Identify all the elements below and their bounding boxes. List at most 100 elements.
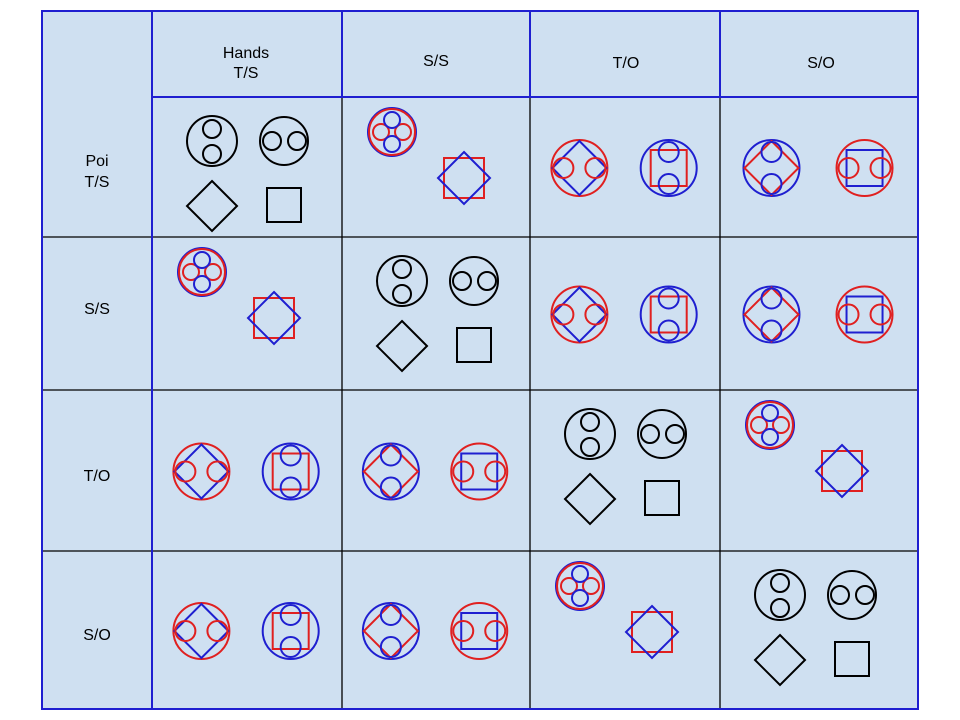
side-circle — [760, 319, 783, 342]
square-red — [821, 450, 863, 492]
side-circle — [379, 476, 402, 499]
side-circle — [760, 141, 783, 163]
outer-circle-red — [556, 562, 604, 610]
side-circle — [552, 157, 575, 179]
inner-square — [649, 149, 688, 187]
outer-circle-red — [368, 108, 416, 156]
side-circle — [279, 604, 302, 626]
outer-circle — [261, 602, 320, 660]
square-black — [834, 641, 870, 677]
side-circle — [452, 620, 475, 642]
inner-circle-black — [202, 119, 222, 139]
side-circle — [760, 173, 783, 195]
side-circle — [552, 303, 575, 326]
side-circle — [657, 319, 680, 342]
side-circle — [379, 604, 402, 626]
side-circle — [452, 460, 475, 483]
side-circle — [837, 157, 860, 179]
diamond-black — [563, 472, 617, 526]
inner-circle-red — [560, 577, 578, 595]
inner-square — [460, 612, 499, 650]
outer-circle — [835, 139, 894, 197]
inner-square — [845, 149, 884, 187]
square-black — [266, 187, 302, 223]
col-header-2: S/S — [423, 53, 449, 70]
diamond-blue — [624, 604, 680, 660]
inner-circle-black — [202, 144, 222, 164]
col-header-1-line1: Hands — [223, 45, 269, 62]
square-black — [456, 327, 492, 363]
grid-frame — [41, 10, 919, 710]
inner-circle-red — [750, 416, 768, 434]
outer-circle-black — [376, 255, 428, 307]
inner-circle-black — [770, 573, 790, 593]
inner-circle-black — [665, 424, 685, 444]
diamond-blue — [814, 443, 870, 499]
outer-circle — [261, 442, 320, 501]
side-circle — [206, 620, 229, 642]
inner-circle-black — [392, 259, 412, 279]
inner-circle-black — [477, 271, 497, 291]
side-circle — [379, 444, 402, 467]
row-header-1-line2: T/S — [85, 174, 110, 191]
outer-circle — [450, 442, 509, 501]
side-circle — [657, 287, 680, 310]
grid-lines — [42, 11, 918, 709]
inner-square — [845, 295, 884, 334]
inner-circle-black — [262, 131, 282, 151]
outer-circle-black — [259, 116, 309, 166]
outer-circle-black — [754, 569, 806, 621]
inner-circle-red — [204, 263, 222, 281]
side-circle — [484, 460, 507, 483]
inner-circle-red — [394, 123, 412, 141]
inner-circle-red — [182, 263, 200, 281]
inner-circle-black — [287, 131, 307, 151]
diamond-blue — [246, 290, 302, 346]
col-header-1-line2: T/S — [234, 65, 259, 82]
inner-circle-red — [772, 416, 790, 434]
inner-circle-blue — [383, 135, 401, 153]
diamond-black — [375, 319, 429, 373]
diamond-black — [185, 179, 239, 233]
row-header-4: S/O — [83, 627, 111, 644]
side-circle — [279, 476, 302, 499]
side-circle — [279, 444, 302, 467]
outer-circle-black — [186, 115, 238, 167]
square-red — [253, 297, 295, 339]
row-header-3: T/O — [84, 468, 111, 485]
outer-circle — [639, 139, 698, 197]
inner-circle-black — [392, 284, 412, 304]
square-black — [644, 480, 680, 516]
side-circle — [379, 636, 402, 658]
side-circle — [657, 141, 680, 163]
inner-circle-blue — [571, 565, 589, 583]
outer-circle-red — [746, 401, 794, 449]
inner-circle-black — [855, 585, 875, 605]
inner-circle-black — [452, 271, 472, 291]
inner-circle-blue — [761, 404, 779, 422]
side-circle — [869, 303, 892, 326]
side-circle — [484, 620, 507, 642]
side-circle — [657, 173, 680, 195]
side-circle — [279, 636, 302, 658]
outer-circle-black — [564, 408, 616, 460]
side-circle — [174, 460, 197, 483]
side-circle — [584, 157, 607, 179]
row-header-1-line1: Poi — [85, 153, 108, 170]
square-red — [443, 157, 485, 199]
side-circle — [584, 303, 607, 326]
inner-circle-black — [770, 598, 790, 618]
outer-circle-red — [178, 248, 226, 296]
inner-circle-red — [582, 577, 600, 595]
cell-glyphs — [172, 107, 894, 687]
col-header-4: S/O — [807, 55, 835, 72]
outer-circle-black — [827, 570, 877, 620]
outer-circle-black — [449, 256, 499, 306]
inner-circle-blue — [383, 111, 401, 129]
side-circle — [174, 620, 197, 642]
side-circle — [837, 303, 860, 326]
diamond-blue — [436, 150, 492, 206]
inner-square — [649, 295, 688, 334]
outer-circle — [450, 602, 509, 660]
